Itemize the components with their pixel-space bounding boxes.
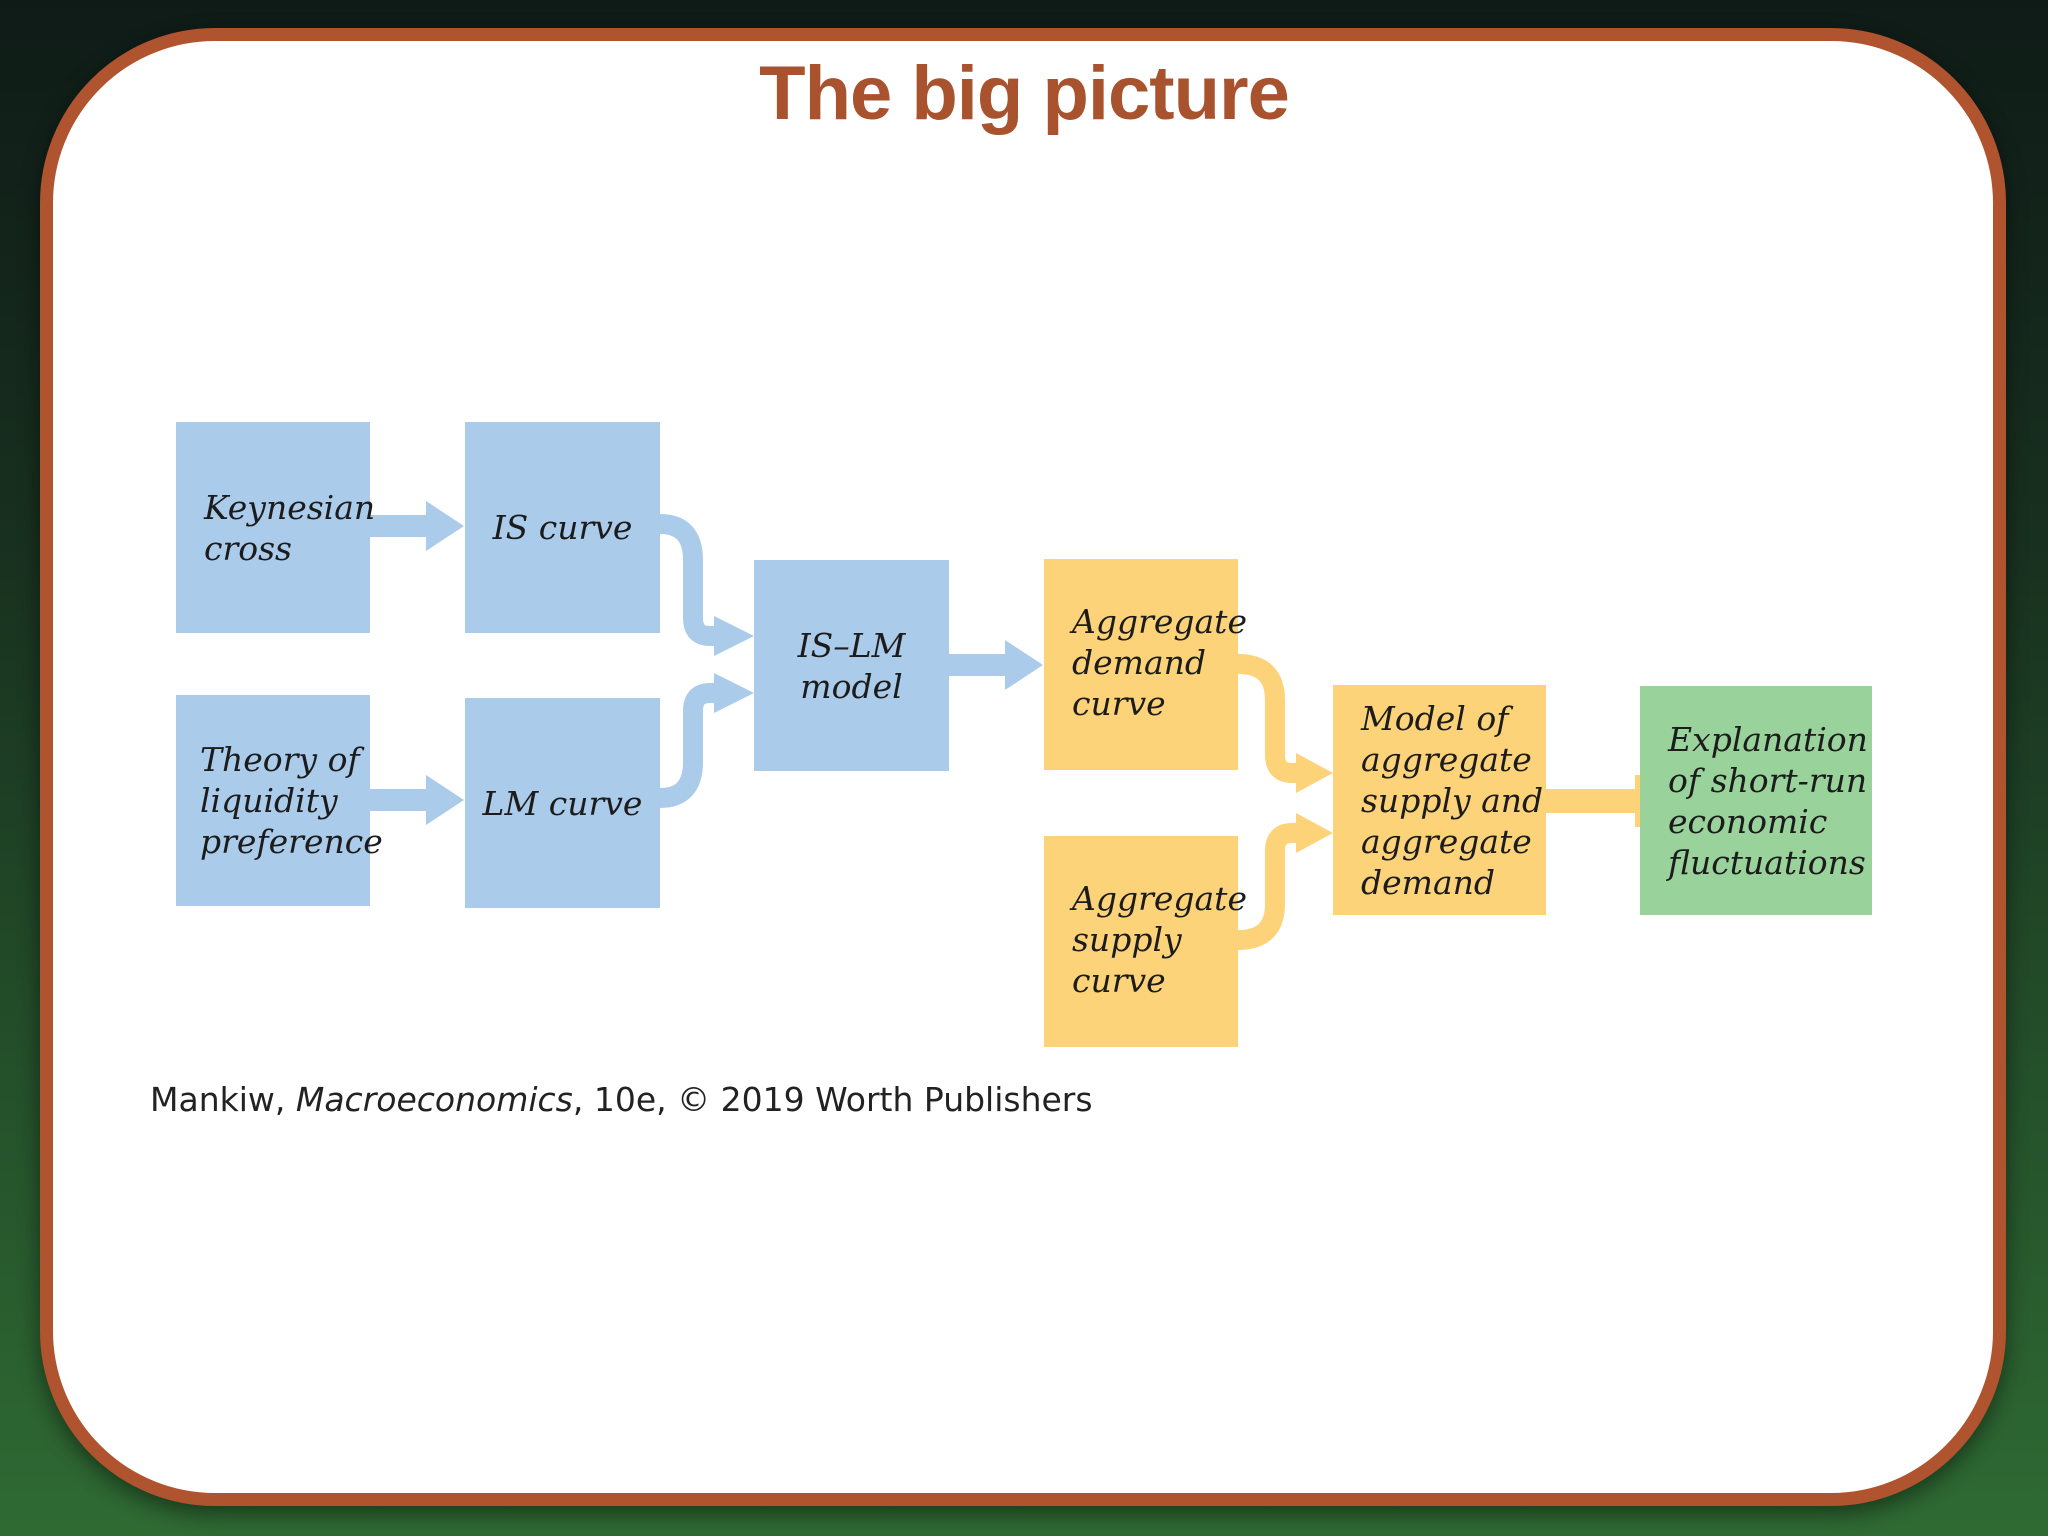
credit-book-title: Macroeconomics xyxy=(295,1080,573,1119)
node-is-curve: IS curve xyxy=(465,422,660,633)
source-credit: Mankiw, Macroeconomics, 10e, © 2019 Wort… xyxy=(150,1080,1093,1119)
arrow-lm-to-islm xyxy=(659,673,754,808)
credit-author: Mankiw, xyxy=(150,1080,296,1119)
slide-title: The big picture xyxy=(759,51,1290,136)
arrow-as-to-model xyxy=(1237,813,1333,950)
node-model-of-as-ad: Model of aggregate supply and aggregate … xyxy=(1333,685,1546,915)
node-theory-of-liquidity-preference: Theory of liquidity preference xyxy=(176,695,383,906)
arrow-liquidity-to-lm xyxy=(370,775,464,825)
credit-edition: , 10e, © 2019 Worth Publishers xyxy=(572,1080,1093,1119)
node-is-lm-model: IS–LM model xyxy=(754,560,949,771)
arrow-ad-to-model xyxy=(1237,654,1333,793)
node-explanation-short-run-fluctuations: Explanation of short-run economic fluctu… xyxy=(1640,686,1872,915)
arrow-is-to-islm xyxy=(659,514,754,656)
node-aggregate-supply-curve: Aggregate supply curve xyxy=(1044,836,1247,1047)
arrow-islm-to-ad xyxy=(949,640,1043,690)
node-lm-curve: LM curve xyxy=(465,698,660,908)
arrow-keynesian-to-is xyxy=(370,501,464,551)
node-keynesian-cross: Keynesian cross xyxy=(176,422,375,633)
node-aggregate-demand-curve: Aggregate demand curve xyxy=(1044,559,1247,770)
